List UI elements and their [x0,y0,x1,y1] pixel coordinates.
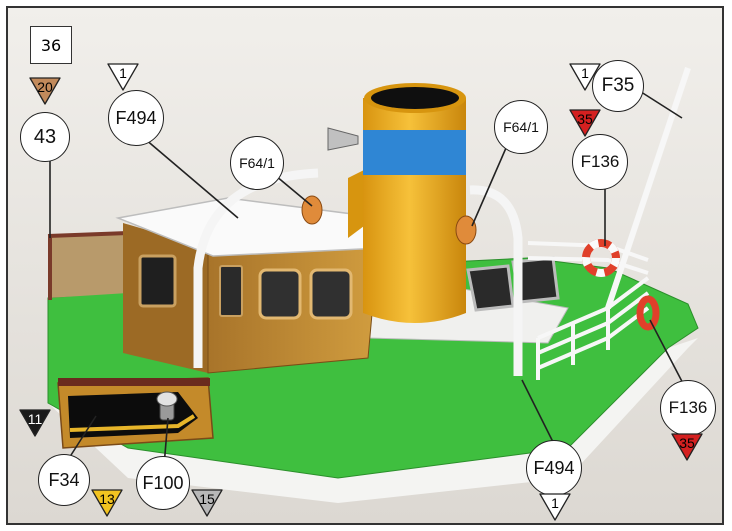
badge-20: 20 [28,76,62,106]
badge-35-top: 35 [568,108,602,138]
badge-1-bottom: 1 [538,492,572,522]
funnel-blue-band [363,130,466,175]
badge-11: 11 [18,408,52,438]
callout-43: 43 [20,112,70,162]
lamp-right [456,216,476,244]
callout-f100: F100 [136,456,190,510]
callout-f64-left: F64/1 [230,136,284,190]
badge-13: 13 [90,488,124,518]
callout-f64-right: F64/1 [494,100,548,154]
callout-f34: F34 [38,454,90,506]
badge-35-right: 35 [670,432,704,462]
illustration-frame: 36 43 F494 F64/1 F64/1 F35 F136 F136 F34… [6,6,724,525]
cabin-door [220,266,242,316]
badge-1-top: 1 [106,62,140,92]
filler-cap [157,392,177,406]
badge-1-f35: 1 [568,62,602,92]
callout-f136-right: F136 [660,380,716,436]
callout-f494-bottom: F494 [526,440,582,496]
step-number: 36 [30,26,72,64]
callout-f494-top: F494 [108,90,164,146]
badge-15: 15 [190,488,224,518]
aft-bulwark [48,233,128,298]
callout-f136-top: F136 [572,134,628,190]
